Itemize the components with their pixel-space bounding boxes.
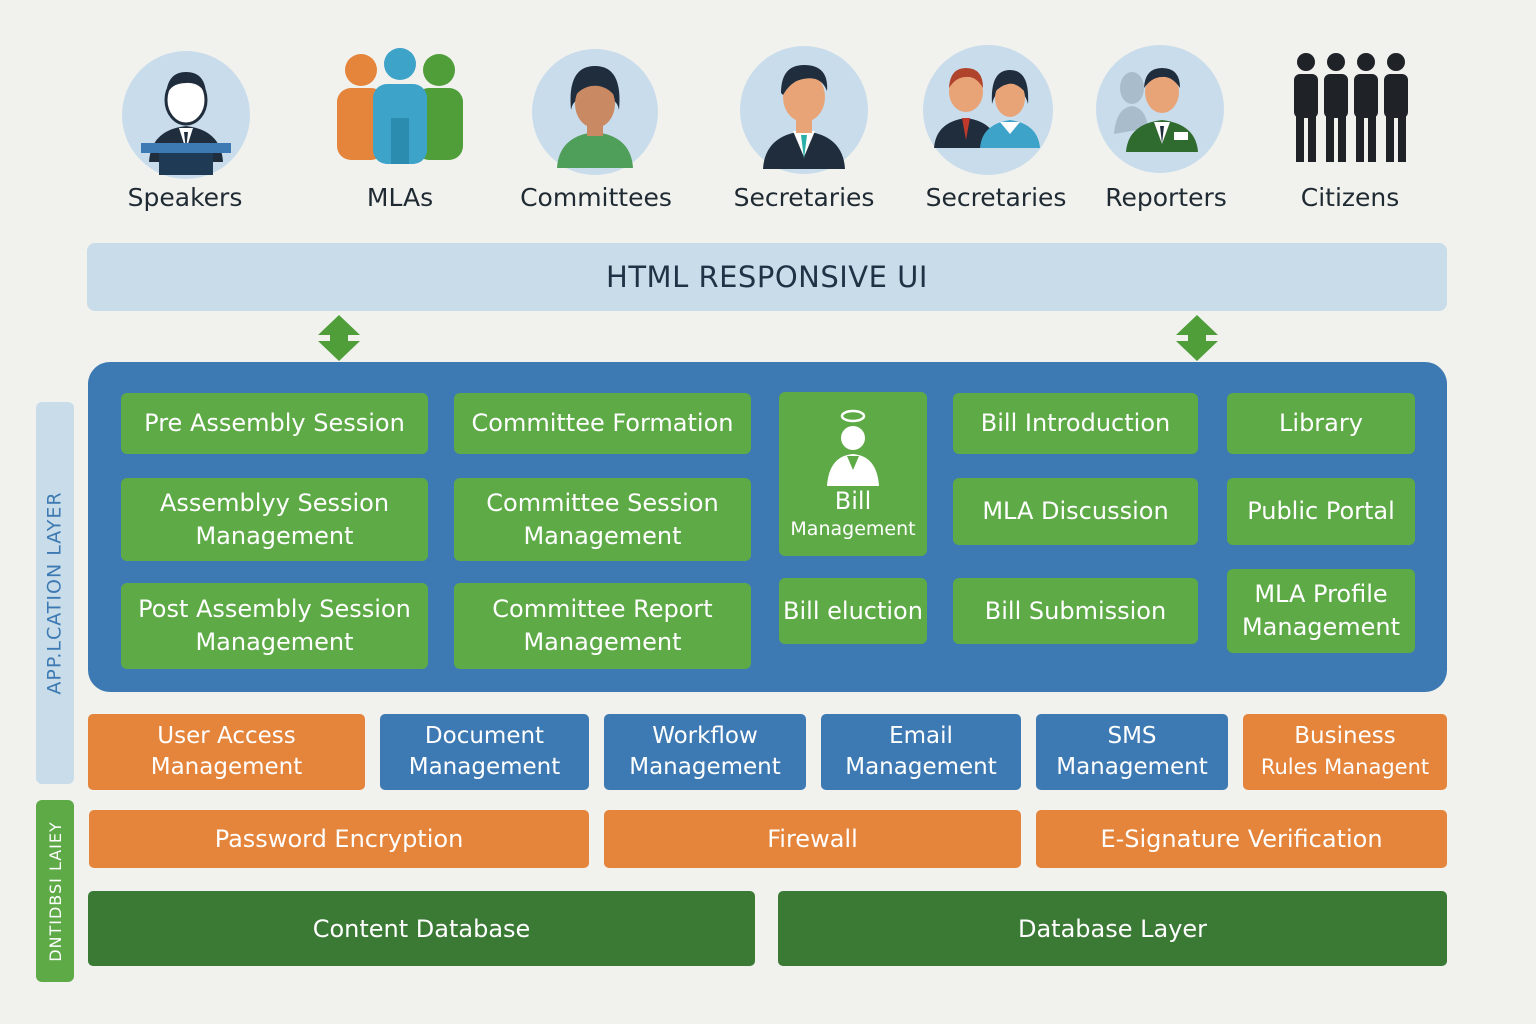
module-bill-submission[interactable]: Bill Submission	[953, 578, 1198, 644]
ui-layer-label: HTML RESPONSIVE UI	[606, 260, 928, 294]
user-label-citizens: Citizens	[1300, 183, 1400, 212]
module-post-assembly-session-management[interactable]: Post Assembly Session Management	[121, 583, 428, 669]
module-pre-assembly-session[interactable]: Pre Assembly Session	[121, 393, 428, 454]
security-firewall[interactable]: Firewall	[604, 810, 1021, 868]
html-responsive-ui-layer: HTML RESPONSIVE UI	[87, 243, 1447, 311]
content-database[interactable]: Content Database	[88, 891, 755, 966]
module-public-portal[interactable]: Public Portal	[1227, 478, 1415, 545]
user-label-reporters: Reporters	[1105, 183, 1227, 212]
reporter-icon	[1096, 45, 1224, 173]
service-email-management[interactable]: Email Management	[821, 714, 1021, 790]
user-label-speakers: Speakers	[127, 183, 243, 212]
database-layer[interactable]: Database Layer	[778, 891, 1447, 966]
security-e-signature-verification[interactable]: E-Signature Verification	[1036, 810, 1447, 868]
secretary-icon	[740, 46, 868, 174]
module-library[interactable]: Library	[1227, 393, 1415, 454]
module-assembly-session-management[interactable]: Assemblyy Session Management	[121, 478, 428, 561]
user-label-secretaries-2: Secretaries	[925, 183, 1067, 212]
user-label-secretaries-1: Secretaries	[733, 183, 875, 212]
data-layer-side-label: DNTIDBSI LAIEY	[36, 800, 74, 982]
module-mla-discussion[interactable]: MLA Discussion	[953, 478, 1198, 545]
service-sms-management[interactable]: SMS Management	[1036, 714, 1228, 790]
security-password-encryption[interactable]: Password Encryption	[89, 810, 589, 868]
user-label-committees: Committees	[520, 183, 672, 212]
module-mla-profile-management[interactable]: MLA Profile Management	[1227, 569, 1415, 653]
service-document-management[interactable]: Document Management	[380, 714, 589, 790]
service-workflow-management[interactable]: Workflow Management	[604, 714, 806, 790]
user-label-mlas: MLAs	[366, 183, 434, 212]
official-icon	[827, 409, 879, 486]
secretaries-pair-icon	[923, 45, 1053, 175]
service-business-rules-management[interactable]: Business Rules Managent	[1243, 714, 1447, 790]
module-bill-eluction[interactable]: Bill eluction	[779, 578, 927, 644]
module-bill-management[interactable]: Bill Management	[779, 392, 927, 556]
committee-member-icon	[532, 49, 658, 175]
mla-group-icon	[337, 48, 463, 164]
module-bill-introduction[interactable]: Bill Introduction	[953, 393, 1198, 454]
application-layer-side-label: APP.LCATION LAYER	[36, 402, 74, 784]
double-arrow-icon	[318, 315, 360, 361]
service-user-access-management[interactable]: User Access Management	[88, 714, 365, 790]
citizens-group-icon	[1294, 53, 1408, 162]
module-committee-report-management[interactable]: Committee Report Management	[454, 583, 751, 669]
module-committee-formation[interactable]: Committee Formation	[454, 393, 751, 454]
double-arrow-icon	[1176, 315, 1218, 361]
module-committee-session-management[interactable]: Committee Session Management	[454, 478, 751, 561]
speaker-podium-icon	[122, 51, 250, 179]
